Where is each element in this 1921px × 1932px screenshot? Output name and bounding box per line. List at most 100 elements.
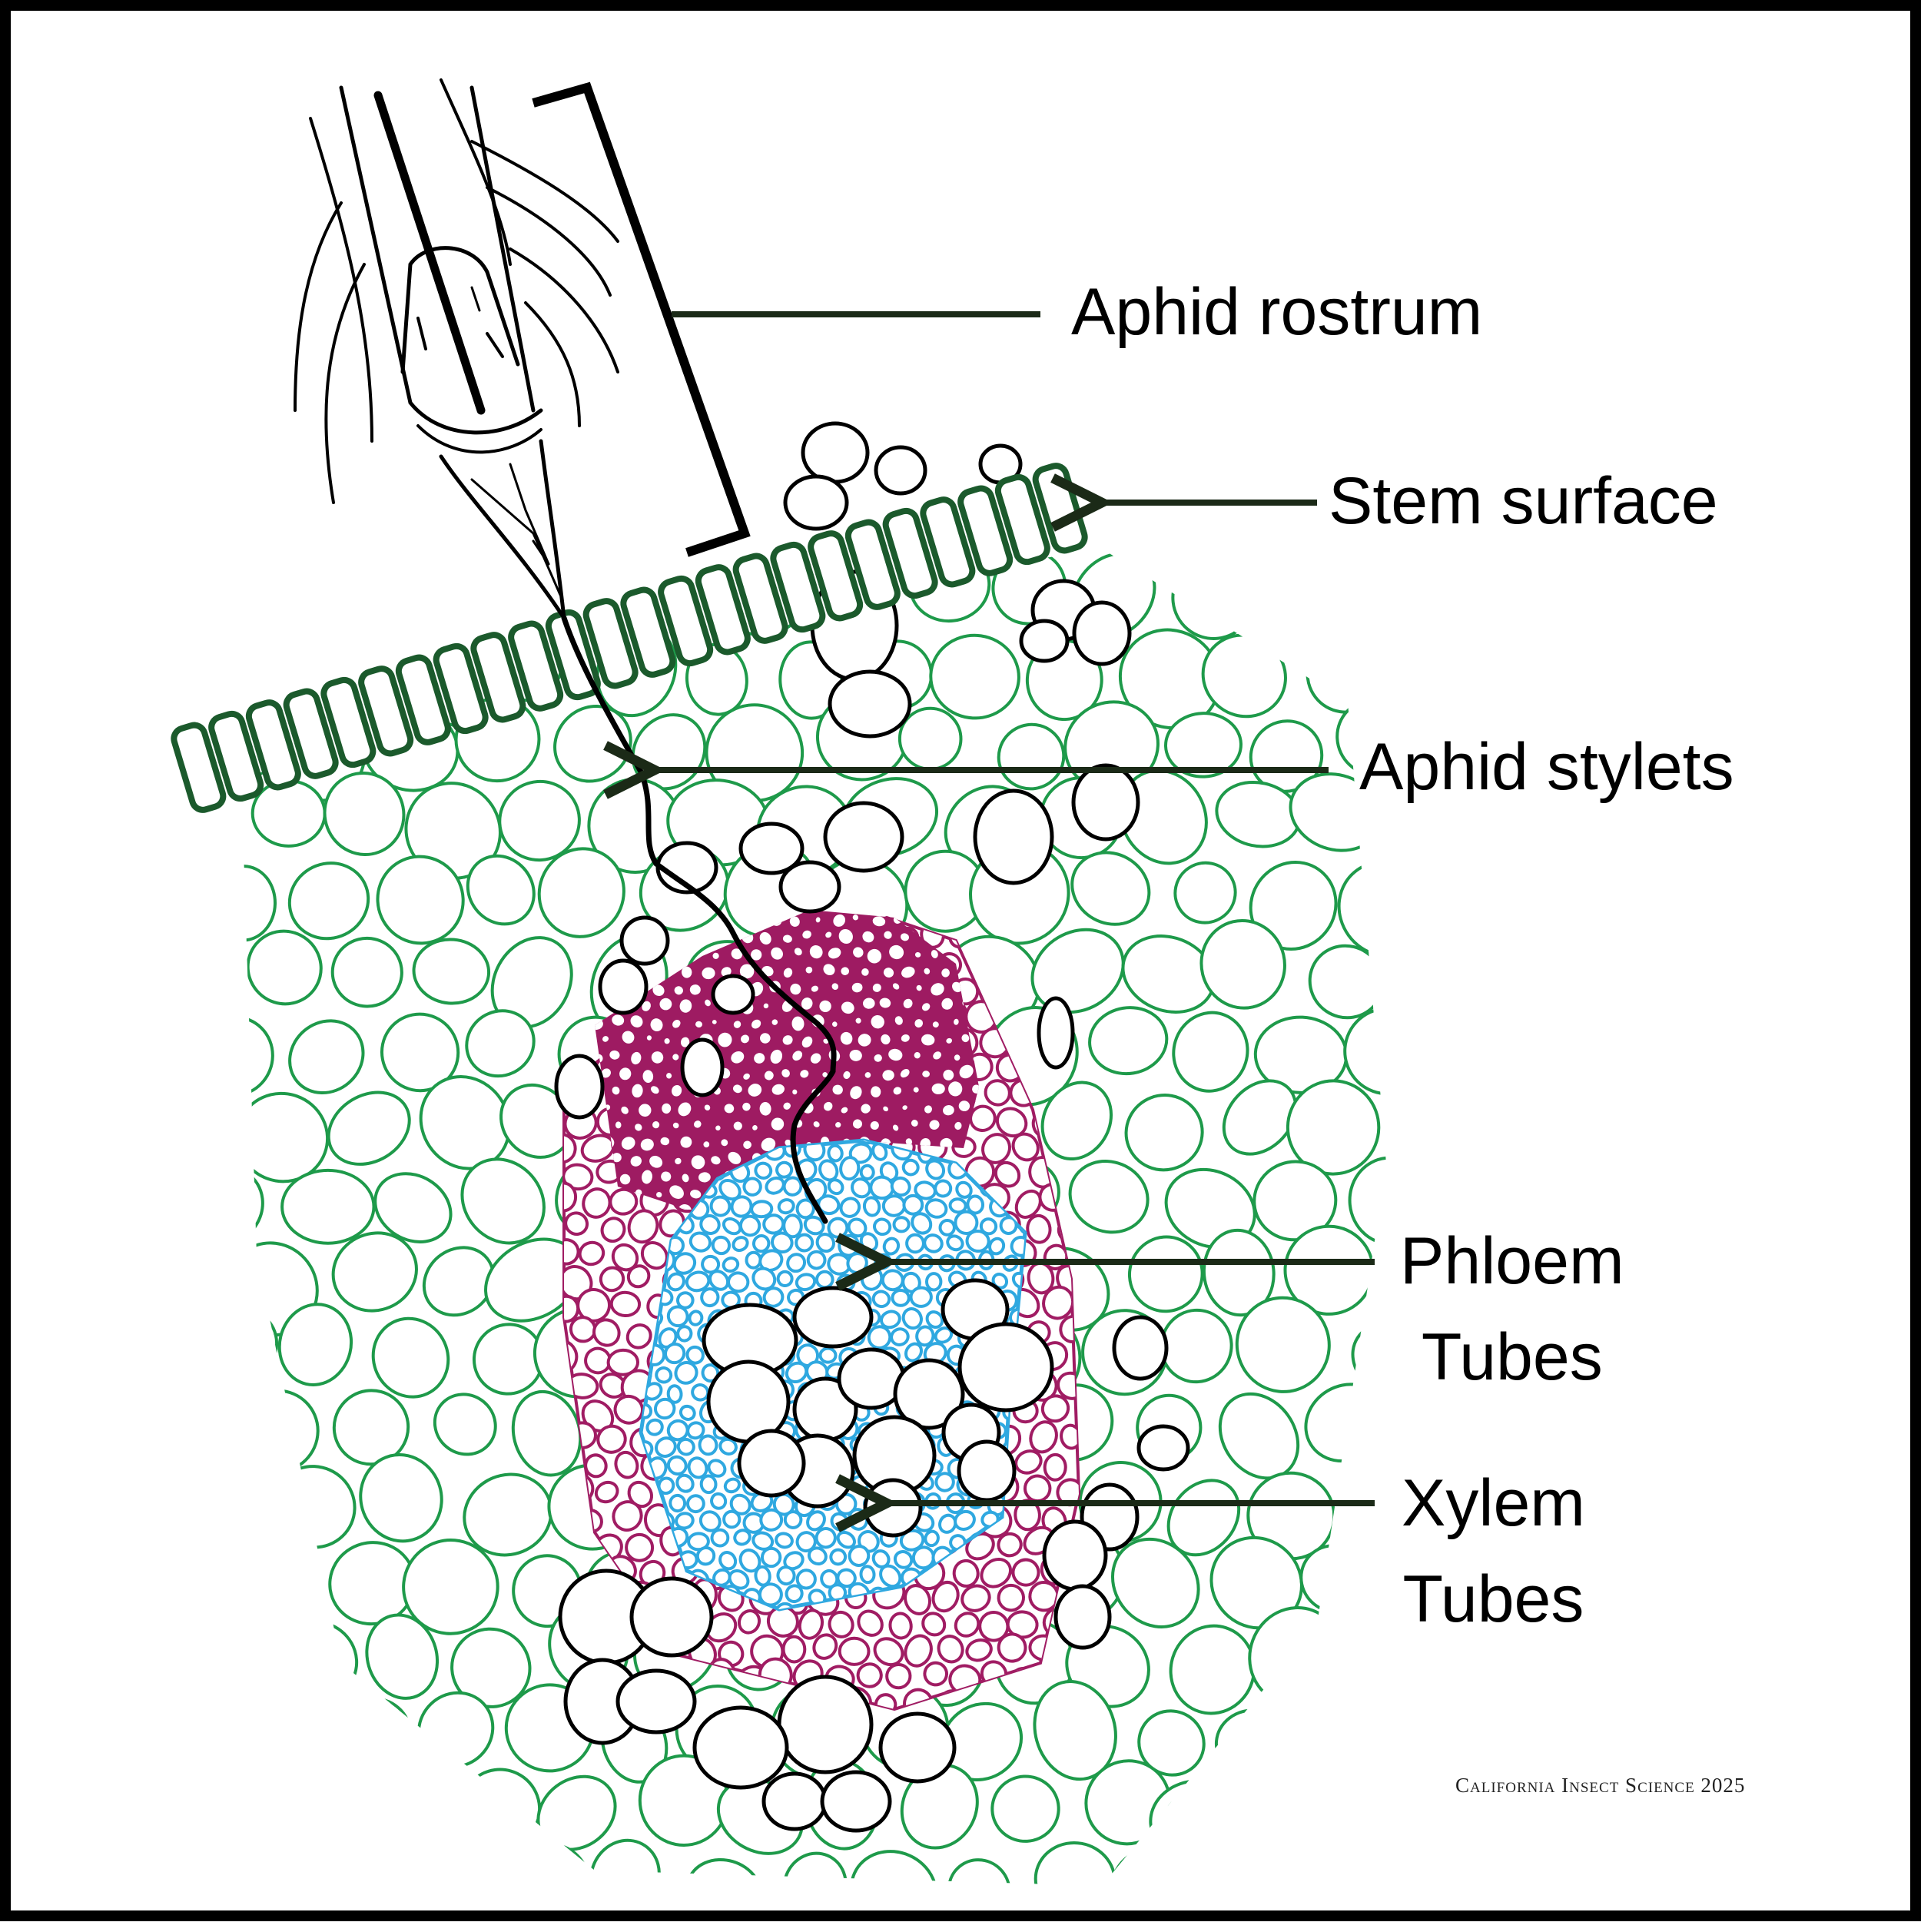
phloem-cell xyxy=(708,1270,730,1291)
phloem-cap-pore xyxy=(911,1120,918,1127)
parenchyma-cell xyxy=(336,1697,413,1774)
aphid-rostrum-drawing xyxy=(294,78,619,620)
phloem-cell xyxy=(914,1180,937,1200)
phloem-cell xyxy=(795,1233,815,1253)
parenchyma-cell xyxy=(1235,1296,1331,1393)
phloem-cell xyxy=(672,1252,697,1275)
parenchyma-cell xyxy=(241,1619,282,1700)
phloem-cap-pore xyxy=(863,998,875,1009)
epidermis-cell xyxy=(582,598,639,689)
phloem-cell xyxy=(902,1193,924,1216)
parenchyma-cell xyxy=(1119,768,1208,865)
phloem-cell xyxy=(751,1531,775,1551)
phloem-fiber-cell xyxy=(888,1612,913,1640)
phloem-fiber-cell xyxy=(873,1637,904,1667)
phloem-cap-pore xyxy=(815,917,821,923)
phloem-cap-pore xyxy=(771,1084,785,1095)
phloem-cell xyxy=(915,1325,935,1347)
phloem-cell xyxy=(700,1287,720,1308)
phloem-cap-pore xyxy=(694,1120,702,1128)
phloem-fiber-cell xyxy=(997,1532,1023,1558)
phloem-cell xyxy=(999,1216,1018,1235)
phloem-cap-pore xyxy=(943,1069,954,1081)
phloem-cell xyxy=(783,1510,803,1529)
phloem-cap-pore xyxy=(612,1014,625,1026)
parenchyma-cell xyxy=(1124,1094,1204,1172)
phloem-cell xyxy=(795,1273,817,1292)
phloem-cell xyxy=(923,1233,944,1253)
phloem-cap-pore xyxy=(666,1073,672,1079)
phloem-fiber-cell xyxy=(1029,1420,1058,1454)
phloem-cap-pore xyxy=(823,1038,829,1044)
phloem-cell xyxy=(751,1234,771,1253)
parenchyma-cell xyxy=(1173,861,1237,925)
phloem-cap-pore xyxy=(870,1120,879,1130)
label-stem-surface: Stem surface xyxy=(1329,464,1718,538)
phloem-cell xyxy=(695,1545,716,1566)
epidermis-cell xyxy=(957,485,1014,576)
phloem-cap-pore xyxy=(894,1016,903,1025)
phloem-cap-pore xyxy=(931,983,944,996)
phloem-cap-pore xyxy=(792,1051,803,1061)
phloem-fiber-cell xyxy=(582,1187,612,1219)
phloem-cap-pore xyxy=(649,1155,663,1168)
phloem-cell xyxy=(925,1310,944,1329)
phloem-fiber-cell xyxy=(954,1612,980,1638)
phloem-cap-pore xyxy=(674,951,682,959)
parenchyma-cell xyxy=(782,1851,848,1886)
parenchyma-cell xyxy=(1030,928,1125,1014)
phloem-cell xyxy=(751,1266,777,1291)
xylem-cell xyxy=(1136,1424,1190,1472)
parenchyma-cell xyxy=(1290,1695,1366,1772)
phloem-cell xyxy=(675,1473,695,1493)
epidermis-cell xyxy=(770,541,826,633)
phloem-cap-pore xyxy=(841,1001,854,1014)
phloem-cap-pore xyxy=(828,948,841,959)
phloem-fiber-cell xyxy=(737,1609,761,1635)
phloem-cap-pore xyxy=(924,1105,933,1114)
phloem-cap-pore xyxy=(664,1038,670,1044)
phloem-cap-pore xyxy=(921,1003,931,1011)
phloem-cell xyxy=(686,1494,705,1514)
phloem-cell xyxy=(890,1327,910,1346)
phloem-cap-pore xyxy=(822,1072,828,1077)
phloem-cap-pore xyxy=(771,947,783,960)
phloem-fiber-cell xyxy=(995,1107,1028,1138)
epidermis-cell xyxy=(245,699,301,791)
phloem-cap-pore xyxy=(852,1119,863,1129)
phloem-cap-pore xyxy=(659,998,672,1011)
phloem-cap-pore xyxy=(782,934,792,943)
phloem-cap-pore xyxy=(642,1001,651,1011)
phloem-fiber-cell xyxy=(980,1558,1012,1588)
phloem-cell xyxy=(879,1564,902,1588)
phloem-cap-pore xyxy=(902,1105,907,1110)
phloem-cap-pore xyxy=(782,1035,793,1045)
phloem-cap-pore xyxy=(680,1136,692,1148)
phloem-cap-pore xyxy=(731,948,743,960)
phloem-cell xyxy=(730,1195,753,1218)
phloem-cap-pore xyxy=(914,1052,921,1059)
phloem-cell xyxy=(839,1156,861,1181)
phloem-cap-pore xyxy=(732,1084,742,1094)
phloem-cap-pore xyxy=(813,1121,820,1127)
phloem-cell xyxy=(698,1510,722,1532)
phloem-cell xyxy=(948,1197,967,1214)
phloem-cap-pore xyxy=(602,1036,609,1042)
phloem-cap-pore xyxy=(700,928,714,941)
phloem-cap-pore xyxy=(791,1016,805,1031)
phloem-cap-pore xyxy=(743,1140,751,1149)
phloem-cap-pore xyxy=(743,1073,750,1080)
phloem-cap-pore xyxy=(751,949,762,961)
phloem-cap-pore xyxy=(941,998,954,1010)
phloem-cell xyxy=(759,1508,784,1532)
phloem-cap-pore xyxy=(761,1137,776,1152)
phloem-cell xyxy=(807,1546,828,1565)
phloem-fiber-cell xyxy=(613,1394,645,1425)
parenchyma-cell xyxy=(498,779,581,862)
phloem-cell xyxy=(806,1250,827,1270)
phloem-cap-pore xyxy=(674,986,683,995)
phloem-fiber-cell xyxy=(1028,1581,1060,1612)
phloem-cell xyxy=(909,1286,933,1308)
phloem-cap-pore xyxy=(669,1185,684,1199)
phloem-cell xyxy=(954,1210,979,1236)
